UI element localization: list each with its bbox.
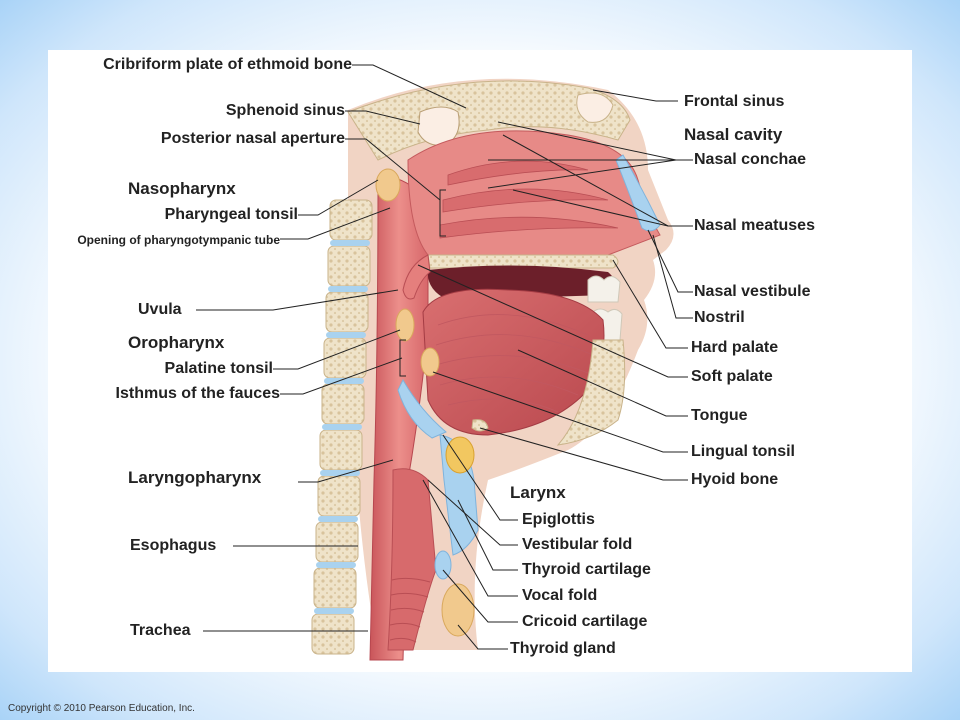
label-lingual-tonsil: Lingual tonsil [691,443,795,460]
label-larynx: Larynx [510,483,566,502]
tongue-muscle-fibers [435,314,594,413]
label-pharyngeal-tonsil: Pharyngeal tonsil [164,206,298,223]
hard-palate-shape [427,254,619,269]
label-isthmus-of-fauces: Isthmus of the fauces [115,385,280,402]
larynx-lumen [387,468,437,651]
label-uvula: Uvula [138,301,182,318]
label-frontal-sinus: Frontal sinus [684,93,785,110]
isthmus-bracket [399,339,406,377]
label-posterior-nasal-aperture: Posterior nasal aperture [160,130,345,147]
copyright-notice: Copyright © 2010 Pearson Education, Inc. [8,703,195,714]
label-nasal-meatuses: Nasal meatuses [694,217,815,234]
label-pharyngotympanic-tube: Opening of pharyngotympanic tube [77,233,280,247]
diagram-panel: Cribriform plate of ethmoid bone Sphenoi… [48,50,912,672]
label-oropharynx: Oropharynx [128,333,225,352]
hyoid-shape [471,419,489,432]
label-epiglottis: Epiglottis [522,511,595,528]
label-sphenoid-sinus: Sphenoid sinus [225,102,345,119]
thyroid-gland-shape [441,583,475,637]
epiglottis-shape [397,378,447,439]
cricoid-cartilage-shape [434,550,452,580]
soft-palate-shape [402,254,431,300]
label-nasal-conchae: Nasal conchae [694,151,807,168]
label-nasal-vestibule: Nasal vestibule [694,283,811,300]
label-nasal-cavity: Nasal cavity [684,125,783,144]
cervical-spine [311,199,373,655]
label-thyroid-gland: Thyroid gland [510,640,616,657]
label-nostril: Nostril [694,309,745,326]
nose-cartilage [615,154,661,232]
label-trachea: Trachea [130,622,191,639]
label-cricoid-cartilage: Cricoid cartilage [522,613,648,630]
fat-pad [445,436,475,474]
label-nasopharynx: Nasopharynx [128,179,236,198]
upper-teeth [587,275,621,303]
sphenoid-sinus [417,106,460,146]
label-thyroid-cartilage: Thyroid cartilage [522,561,651,578]
label-esophagus: Esophagus [130,537,217,554]
leader-lines [196,64,693,650]
anatomy-illustration [196,64,693,661]
label-hyoid-bone: Hyoid bone [691,471,779,488]
label-palatine-tonsil: Palatine tonsil [164,360,273,377]
tracheal-rings [389,577,431,643]
label-laryngopharynx: Laryngopharynx [128,468,262,487]
aperture-bracket [439,189,446,237]
palatine-tonsil-shape [395,308,415,342]
pharyngeal-tonsil-shape [375,168,401,202]
nasal-conchae-shapes [439,160,619,239]
label-hard-palate: Hard palate [691,339,779,356]
label-soft-palate: Soft palate [691,368,773,385]
label-cribriform-plate: Cribriform plate of ethmoid bone [103,56,352,73]
label-vestibular-fold: Vestibular fold [522,536,633,553]
label-tongue: Tongue [691,407,748,424]
label-vocal-fold: Vocal fold [522,587,598,604]
frontal-sinus [576,92,614,123]
lingual-tonsil-shape [420,347,440,377]
mandible [556,339,626,446]
